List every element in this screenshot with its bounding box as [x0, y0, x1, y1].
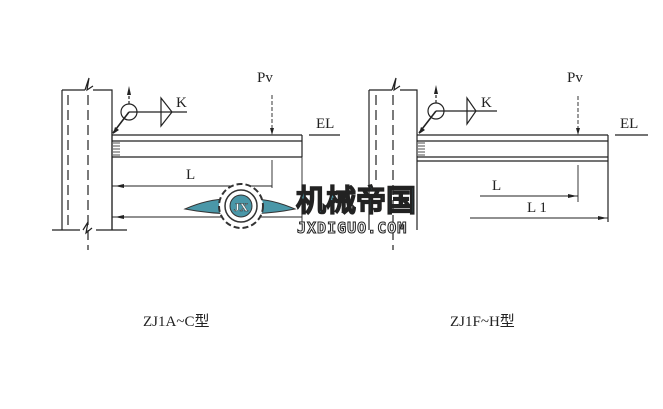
watermark-title: 机械帝国	[296, 184, 416, 219]
k-label-left: K	[176, 95, 187, 111]
caption-right: ZJ1F~H型	[450, 314, 515, 330]
load-label-left: Pv	[257, 70, 273, 86]
svg-text:JX: JX	[234, 200, 249, 214]
length1-label-right: L 1	[527, 200, 547, 216]
watermark: JX 机械帝国 JXDIGUO.COM	[183, 183, 417, 238]
elevation-label-left: EL	[316, 116, 334, 132]
caption-left: ZJ1A~C型	[143, 314, 210, 330]
load-label-right: Pv	[567, 70, 583, 86]
diagram-right	[368, 77, 648, 250]
k-label-right: K	[481, 95, 492, 111]
diagram-left	[52, 77, 340, 250]
watermark-emblem-icon: JX	[183, 183, 297, 229]
elevation-label-right: EL	[620, 116, 638, 132]
watermark-url: JXDIGUO.COM	[297, 219, 407, 237]
length-label-left: L	[186, 167, 195, 183]
length-label-right: L	[492, 178, 501, 194]
